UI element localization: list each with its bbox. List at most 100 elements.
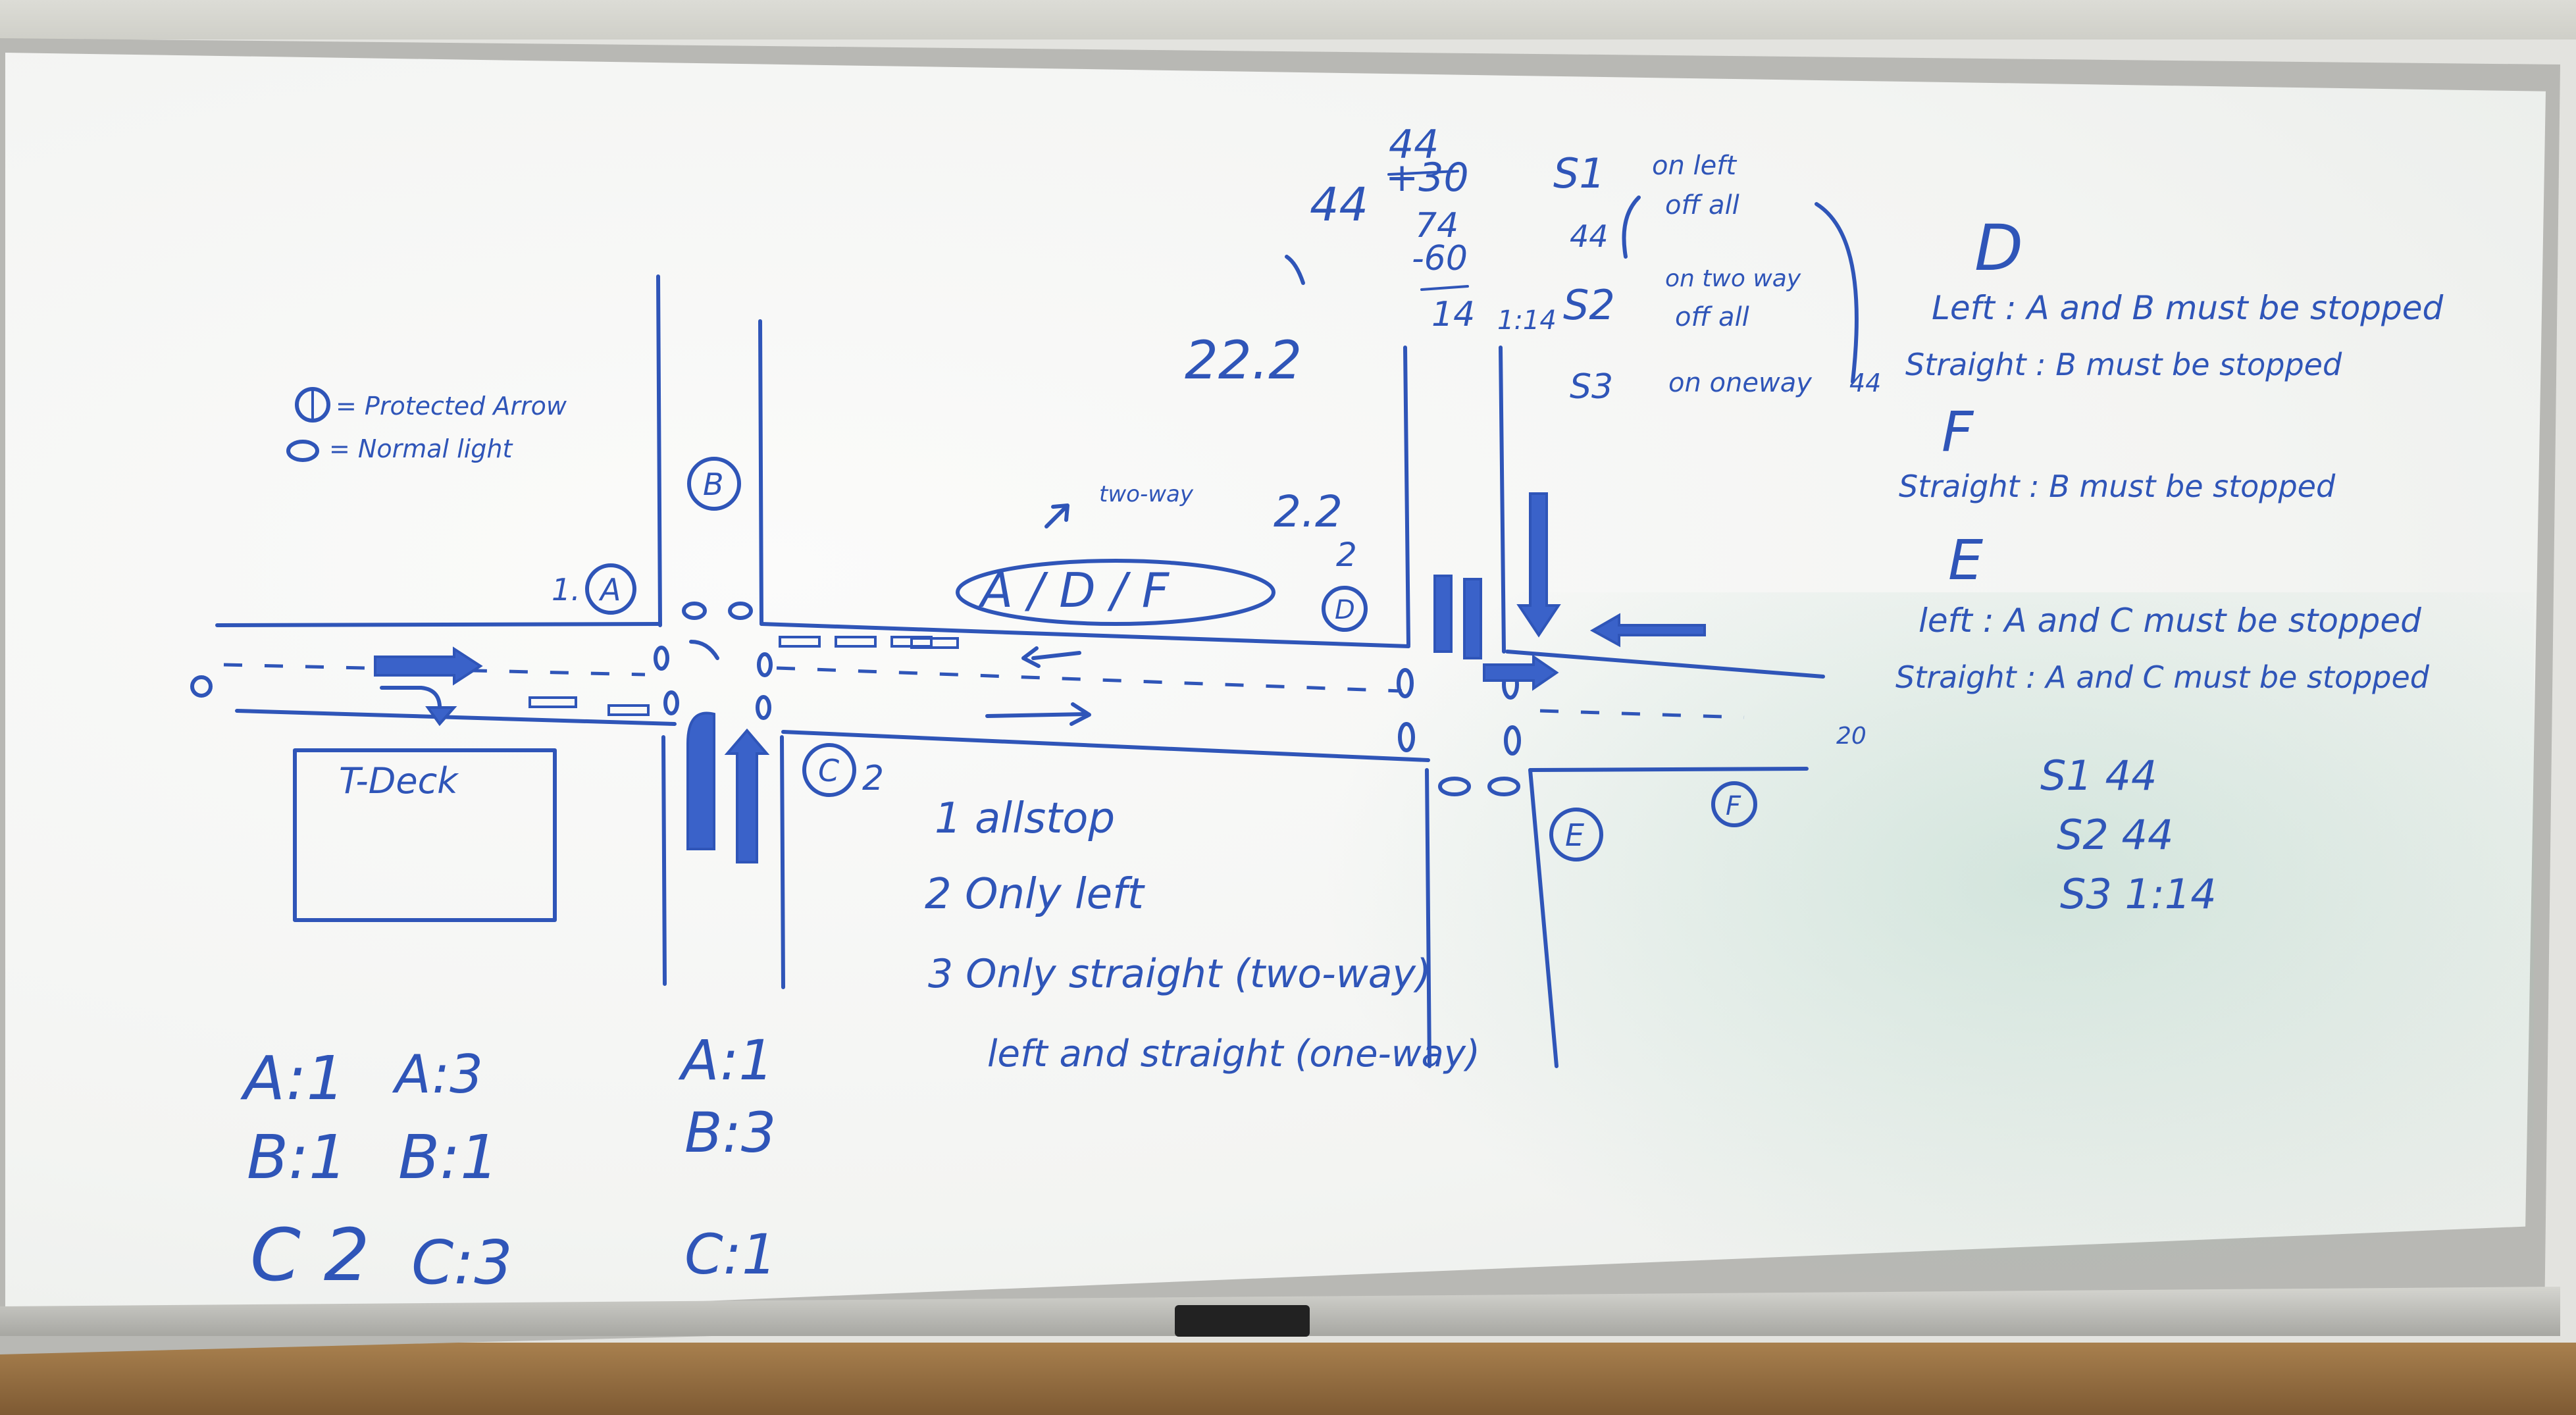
table-col3-c: C:1 bbox=[684, 1222, 777, 1287]
label-f-circle bbox=[1711, 781, 1757, 827]
label-e-circle bbox=[1549, 808, 1603, 862]
rule-e-left: left : A and C must be stopped bbox=[1919, 602, 2421, 640]
road-main-centerline bbox=[776, 666, 1403, 693]
bracket-curve-icon bbox=[1622, 195, 1641, 259]
rule-f-title: F bbox=[1942, 399, 1974, 464]
rule-d-straight: Straight : B must be stopped bbox=[1905, 347, 2342, 382]
mode-2: 2 Only left bbox=[925, 870, 1146, 919]
mode-3b: left and straight (one-way) bbox=[987, 1033, 1480, 1075]
erased-smudge bbox=[1316, 592, 2534, 1316]
t-deck-label: T-Deck bbox=[339, 760, 459, 802]
state-s2-desc1: on two way bbox=[1665, 265, 1801, 292]
road-a-bottom-edge bbox=[235, 709, 677, 726]
state-s3-desc: on oneway bbox=[1668, 368, 1813, 398]
math-line-4: -60 bbox=[1412, 239, 1468, 278]
mode-3: 3 Only straight (two-way) bbox=[928, 951, 1431, 997]
table-col1-b: B:1 bbox=[247, 1122, 348, 1193]
math-line bbox=[1420, 285, 1469, 291]
curve-arrow-icon bbox=[689, 640, 719, 660]
table-col2-b: B:1 bbox=[398, 1122, 499, 1193]
state-s3: S3 bbox=[1570, 367, 1613, 407]
rule-d-left: Left : A and B must be stopped bbox=[1932, 289, 2444, 327]
normal-light-icon bbox=[1487, 777, 1520, 796]
label-c: C bbox=[818, 753, 839, 788]
lane-marker bbox=[910, 637, 959, 649]
table-col3-a: A:1 bbox=[678, 1028, 774, 1093]
state-s1: S1 bbox=[1553, 149, 1605, 197]
road-main-top-edge bbox=[760, 622, 1410, 648]
light-icon bbox=[663, 690, 679, 715]
lane-marker bbox=[835, 636, 877, 648]
floor-trim bbox=[0, 1343, 2576, 1415]
eraser[interactable] bbox=[1175, 1305, 1310, 1337]
road-f-centerline bbox=[1539, 709, 1745, 719]
arrow-right-icon bbox=[1483, 654, 1559, 691]
arrowhead-icon bbox=[425, 706, 457, 727]
math-line-3: 74 bbox=[1415, 206, 1458, 245]
protected-arrow-light-icon bbox=[1438, 777, 1471, 796]
arrow-right-icon bbox=[985, 712, 1088, 718]
arrowhead-icon bbox=[1069, 702, 1091, 726]
bar-arrow-icon bbox=[1433, 575, 1453, 653]
timing-s3: S3 1:14 bbox=[2060, 870, 2217, 918]
label-d-circle bbox=[1322, 586, 1368, 632]
timing-s1: S1 44 bbox=[2040, 752, 2157, 800]
label-d-above: 2 bbox=[1336, 536, 1357, 574]
math-line bbox=[1387, 170, 1459, 176]
math-line-1: 44 bbox=[1389, 122, 1439, 168]
math-side-44: 44 bbox=[1310, 178, 1368, 232]
label-a-circle bbox=[585, 563, 636, 615]
wall bbox=[0, 0, 2576, 39]
protected-arrow-legend-icon bbox=[295, 387, 330, 423]
rule-f-straight: Straight : B must be stopped bbox=[1899, 469, 2336, 504]
road-a-top-edge bbox=[215, 622, 662, 627]
s1-44: 44 bbox=[1570, 219, 1609, 254]
handwritten-text: = Protected Arrow = Normal light B 1. A … bbox=[240, 122, 2444, 1298]
arrow-up-icon bbox=[724, 728, 770, 863]
road-diagram bbox=[190, 170, 1859, 1068]
light-icon bbox=[654, 646, 669, 671]
road-b-right-edge bbox=[758, 319, 763, 626]
lane-marker bbox=[528, 696, 577, 708]
road-d-left-edge bbox=[1403, 346, 1410, 647]
table-col3-b: B:3 bbox=[684, 1100, 776, 1165]
bracket-curve-icon bbox=[1815, 202, 1859, 384]
arrow-left-icon bbox=[1589, 613, 1706, 648]
lane-marker bbox=[779, 636, 821, 648]
arrow-right-icon bbox=[374, 646, 483, 686]
table-col1-c: C 2 bbox=[250, 1213, 370, 1297]
math-22-2: 22.2 bbox=[1185, 330, 1302, 391]
number-20: 20 bbox=[1836, 723, 1867, 750]
label-c-circle bbox=[802, 743, 856, 797]
legend-normal-text: = Normal light bbox=[329, 434, 513, 463]
curve-arrow-icon bbox=[1285, 255, 1305, 285]
normal-light-icon bbox=[728, 602, 753, 620]
road-e-left-edge bbox=[1425, 768, 1431, 1068]
label-f: F bbox=[1726, 791, 1741, 821]
t-deck-box bbox=[293, 748, 557, 922]
s2-114: 1:14 bbox=[1497, 305, 1557, 336]
label-b-circle bbox=[687, 457, 741, 511]
arrowhead-icon bbox=[1021, 646, 1041, 668]
left-turn-arrow-icon bbox=[686, 711, 715, 850]
lane-marker bbox=[607, 704, 650, 716]
label-b: B bbox=[703, 467, 724, 502]
bar-arrow-icon bbox=[1463, 578, 1482, 659]
rule-d-title: D bbox=[1974, 211, 2023, 285]
road-d-right-edge bbox=[1499, 346, 1506, 654]
road-c-right-edge bbox=[780, 735, 785, 989]
label-e: E bbox=[1565, 817, 1584, 853]
adf-group-ellipse bbox=[956, 559, 1275, 626]
math-line-5: 14 bbox=[1431, 295, 1475, 334]
rule-e-title: E bbox=[1948, 528, 1983, 592]
light-icon bbox=[1397, 668, 1414, 698]
label-a: A bbox=[598, 572, 621, 607]
state-s2: S2 bbox=[1563, 281, 1615, 329]
adf-label: A / D / F bbox=[978, 563, 1170, 618]
state-s2-desc2: off all bbox=[1675, 302, 1749, 332]
arrow-up-icon bbox=[1044, 505, 1068, 528]
light-icon bbox=[1504, 725, 1521, 756]
table-col2-c: C:3 bbox=[411, 1227, 513, 1298]
